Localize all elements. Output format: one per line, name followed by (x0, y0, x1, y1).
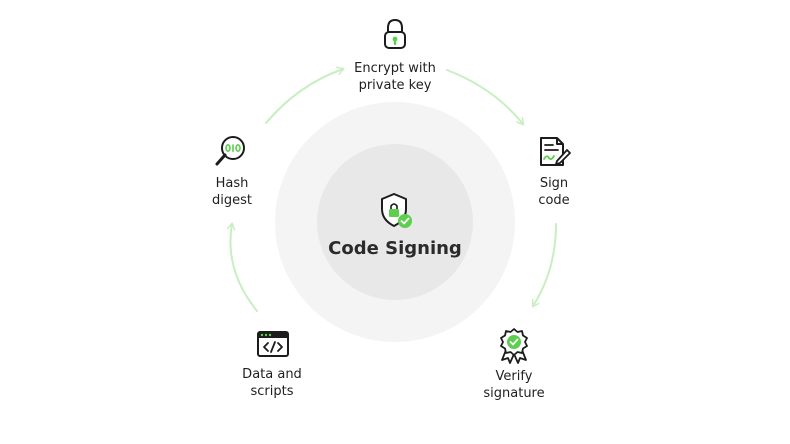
signed-document-icon (540, 137, 571, 166)
padlock-icon (384, 18, 406, 49)
verified-badge-icon (500, 328, 528, 364)
code-window-icon (257, 331, 289, 357)
cycle-arrows (226, 66, 557, 312)
step-label-verify: Verify signature (483, 369, 545, 401)
step-label-hash: Hash digest (212, 176, 252, 208)
shield-lock-check-icon (381, 193, 412, 228)
arrow-hash-to-encrypt (265, 66, 345, 124)
step-label-sign: Sign code (538, 176, 570, 208)
arrow-encrypt-to-sign (446, 69, 525, 126)
center-title: Code Signing (328, 238, 462, 259)
step-label-data: Data and scripts (242, 367, 302, 399)
step-label-encrypt: Encrypt with private key (354, 61, 436, 93)
arrow-data-to-hash (226, 222, 258, 312)
binary-magnifier-icon (215, 136, 245, 166)
arrow-sign-to-verify (531, 223, 557, 308)
